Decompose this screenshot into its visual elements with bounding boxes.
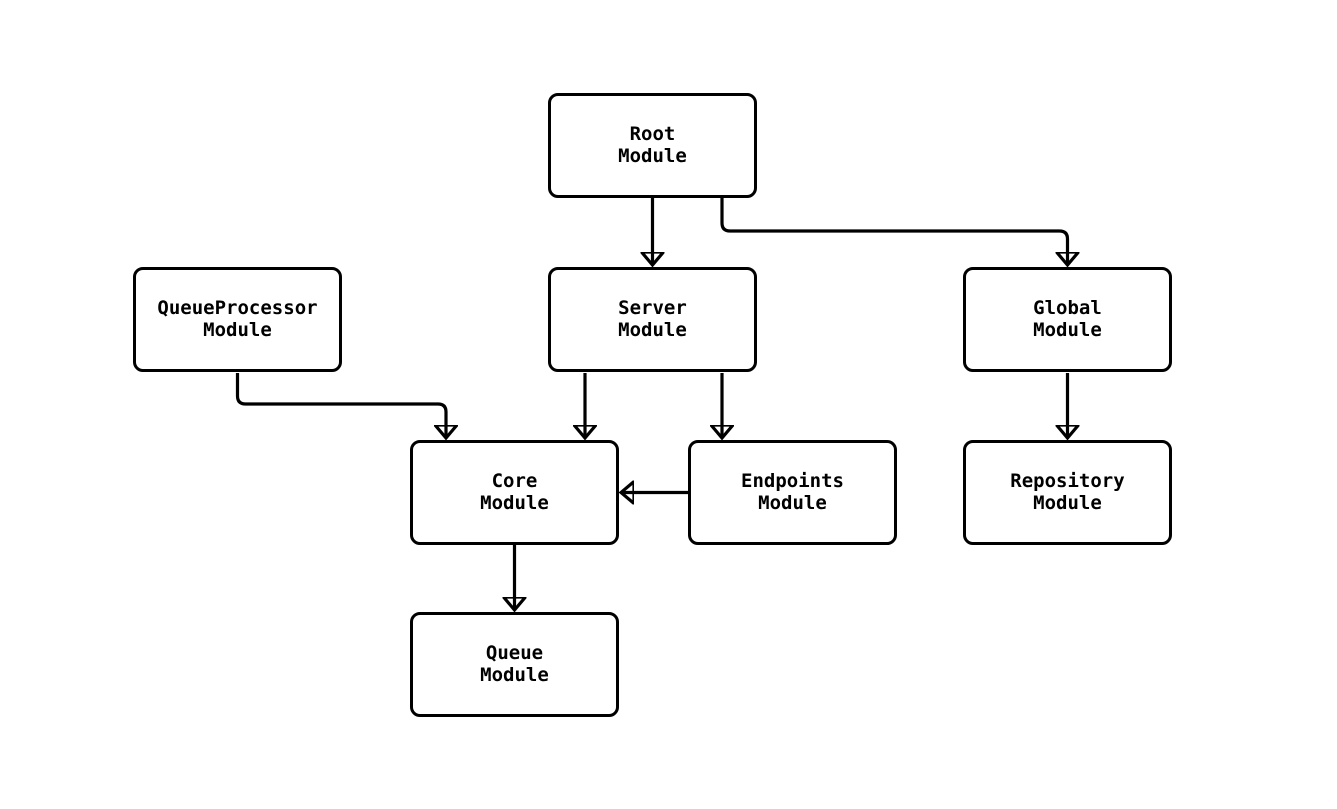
node-label-line2: Module — [203, 318, 272, 341]
node-label-line1: Queue — [485, 642, 544, 664]
node-core-module: Core Module — [410, 440, 619, 545]
node-endpoints-module: Endpoints Module — [688, 440, 897, 545]
node-repository-module: Repository Module — [963, 440, 1172, 545]
node-label-line1: Repository — [1010, 470, 1125, 492]
node-label-line2: Module — [758, 491, 827, 514]
node-global-module: Global Module — [963, 267, 1172, 372]
node-label-line2: Module — [1033, 318, 1102, 341]
node-label-line2: Module — [618, 318, 687, 341]
node-queueprocessor-module: QueueProcessor Module — [133, 267, 342, 372]
node-label-line1: Endpoints — [741, 470, 844, 492]
node-label-line1: Global — [1033, 297, 1102, 319]
node-label-line2: Module — [480, 663, 549, 686]
node-server-module: Server Module — [548, 267, 757, 372]
edge-queueprocessor-to-core — [235, 373, 447, 438]
node-label-line1: QueueProcessor — [157, 297, 318, 319]
node-queue-module: Queue Module — [410, 612, 619, 717]
node-label-line2: Module — [480, 491, 549, 514]
node-label-line1: Core — [491, 470, 538, 492]
node-label-line2: Module — [1033, 491, 1102, 514]
edge-root-to-global — [720, 198, 1068, 265]
node-label-line1: Root — [629, 123, 676, 145]
node-root-module: Root Module — [548, 93, 757, 198]
node-label-line1: Server — [618, 297, 687, 319]
node-label-line2: Module — [618, 144, 687, 167]
